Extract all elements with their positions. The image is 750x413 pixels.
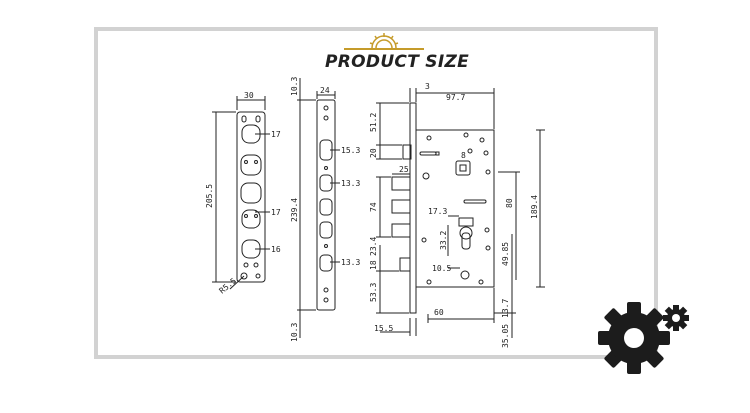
dim-faceplate-height: 239.4 [290,198,299,222]
dim-front-radius: R5.5 [218,276,239,295]
dim-lock-depth: 15.5 [374,324,393,333]
dim-lock-latch: 20 [369,148,378,158]
dim-lock-bottom-13: 13.7 [501,299,510,318]
dim-lock-bottom-53: 53.3 [369,283,378,302]
product-frame [94,27,658,359]
dim-lock-top: 51.2 [369,113,378,132]
faceplate [316,99,336,311]
settings-gears-icon [598,302,689,374]
dim-lock-deadbolt: 23.4 [369,237,378,256]
dim-lock-width: 97.7 [446,93,465,102]
dim-faceplate-slot-3: 13.3 [341,258,360,267]
dim-front-hole-1: 17 [271,130,281,139]
dim-lock-backset: 60 [434,308,444,317]
lock-body [391,102,495,314]
dim-front-width: 30 [244,91,254,100]
page-title: PRODUCT SIZE [325,52,470,72]
dim-lock-offset: 3 [425,82,430,91]
dim-lock-lower-18: 18 [369,260,378,270]
dim-lock-spindle: 8 [461,151,466,160]
gear-icon [369,33,399,49]
dim-faceplate-bottom: 10.3 [290,323,299,342]
dim-lock-cylinder-width: 17.3 [428,207,447,216]
dim-lock-lower-10: 10.5 [432,264,451,273]
dim-front-hole-2: 17 [271,208,281,217]
dim-faceplate-width: 24 [320,86,330,95]
dim-lock-bolt-span: 74 [369,202,378,212]
dim-lock-bottom-35: 35.05 [501,324,510,348]
dim-lock-height-80: 80 [505,198,514,208]
dim-front-height: 205.5 [205,184,214,208]
dim-faceplate-slot-1: 15.3 [341,146,360,155]
dim-faceplate-slot-2: 13.3 [341,179,360,188]
front-plate [236,111,266,283]
dim-lock-bolt-depth: 25 [399,165,409,174]
dim-lock-height-189: 189.4 [530,195,539,219]
title-underline [344,48,424,50]
dim-lock-center: 49.85 [501,242,510,266]
dim-lock-cylinder-height: 33.2 [439,231,448,250]
dim-front-hole-3: 16 [271,245,281,254]
dim-faceplate-top: 10.3 [290,77,299,96]
